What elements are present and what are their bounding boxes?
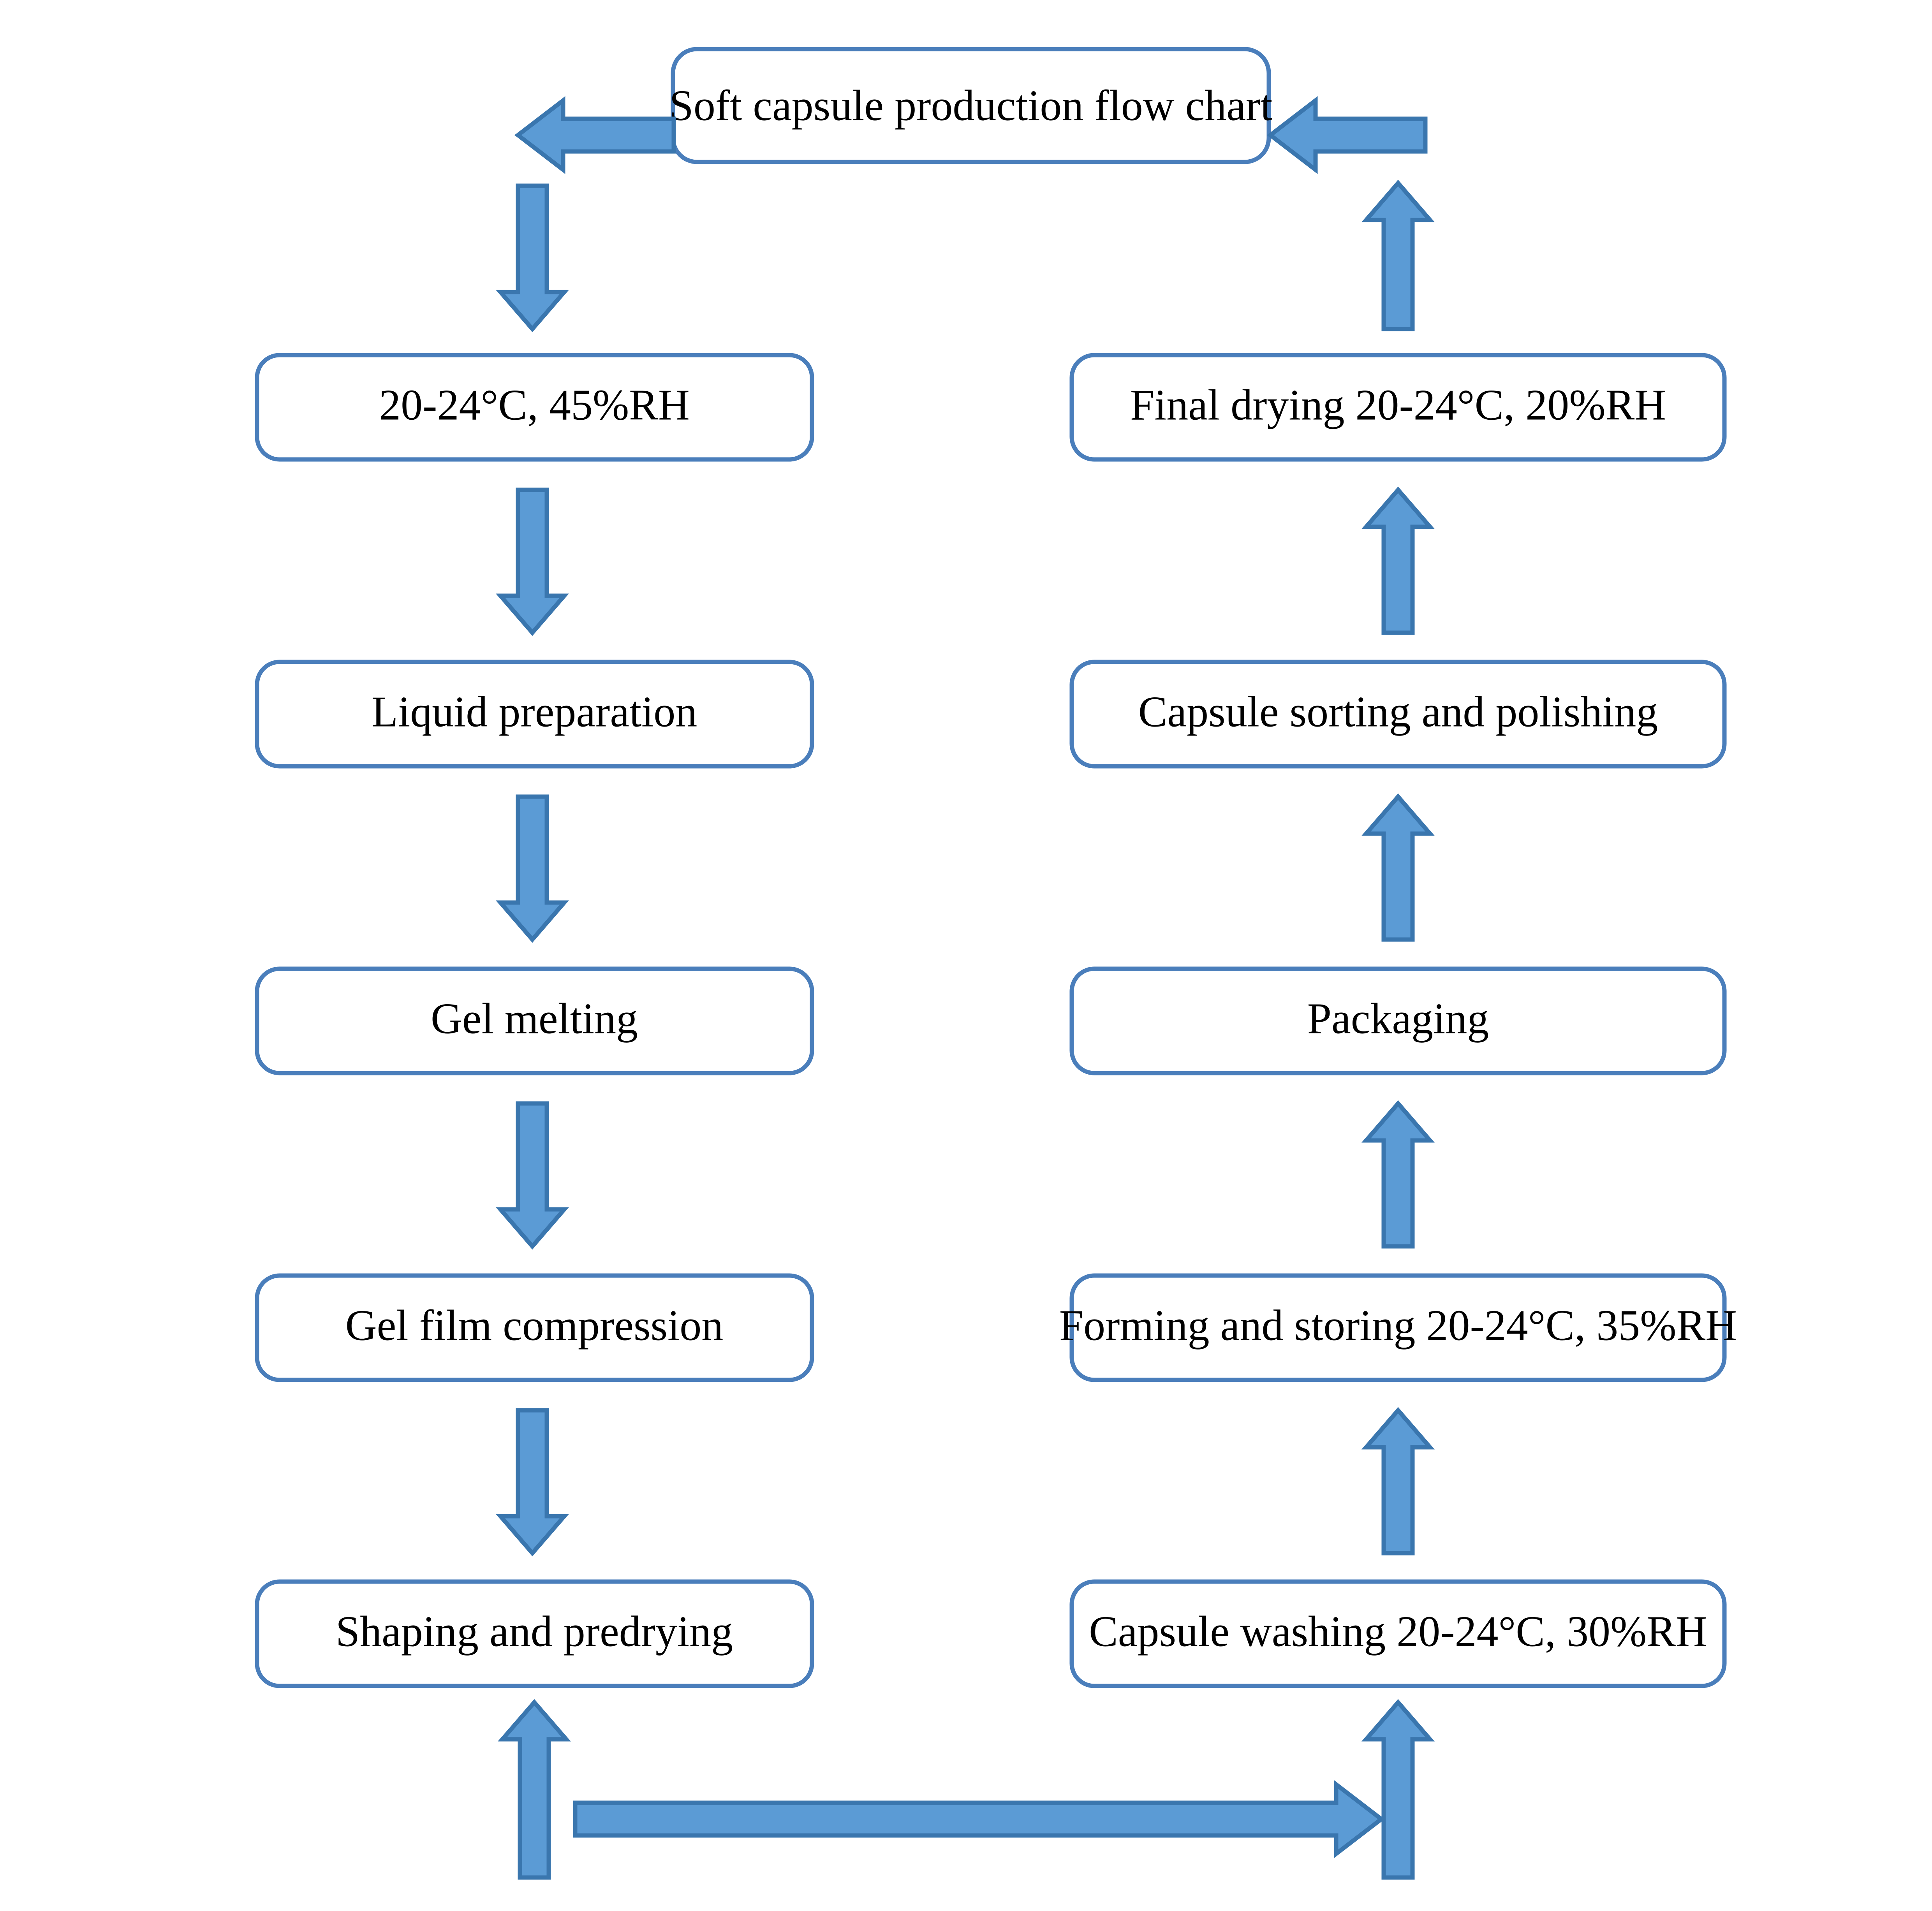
left-3-rect (255, 966, 814, 1075)
right-5-label: Capsule washing 20-24°C, 30%RH (1089, 1608, 1707, 1656)
left-2-label: Liquid preparation (372, 688, 697, 736)
node-right-1[interactable]: Final drying 20-24°C, 20%RH (1069, 353, 1727, 462)
right-4-label: Forming and storing 20-24°C, 35%RH (1059, 1302, 1737, 1350)
node-left-5[interactable]: Shaping and predrying (255, 1579, 814, 1688)
down-arrow-icon (495, 1101, 569, 1250)
node-right-5[interactable]: Capsule washing 20-24°C, 30%RH (1069, 1579, 1727, 1688)
left-2-rect (255, 660, 814, 769)
arrow-left-2-to-3 (495, 794, 569, 943)
down-arrow-icon (495, 487, 569, 636)
arrow-title-out-left (514, 96, 676, 174)
left-4-label: Gel film compression (345, 1302, 723, 1350)
left-3-label: Gel melting (431, 995, 638, 1043)
right-2-rect (1069, 660, 1727, 769)
left-5-rect (255, 1579, 814, 1688)
right-2-label: Capsule sorting and polishing (1138, 688, 1658, 736)
node-left-1[interactable]: 20-24°C, 45%RH (255, 353, 814, 462)
arrow-left-3-to-4 (495, 1101, 569, 1250)
left-1-label: 20-24°C, 45%RH (379, 381, 690, 429)
up-arrow-icon (1361, 1100, 1435, 1249)
up-arrow-icon (1361, 1699, 1435, 1880)
node-right-2[interactable]: Capsule sorting and polishing (1069, 660, 1727, 769)
arrow-left-4-to-5 (495, 1408, 569, 1557)
node-left-2[interactable]: Liquid preparation (255, 660, 814, 769)
arrow-right-4-to-3 (1361, 1100, 1435, 1249)
arrow-right-3-to-2 (1361, 793, 1435, 942)
right-3-label: Packaging (1307, 995, 1489, 1043)
down-arrow-icon (495, 183, 569, 333)
arrow-right-1-to-title (1361, 179, 1435, 331)
down-arrow-icon (495, 794, 569, 943)
title-box-rect (671, 47, 1271, 164)
right-3-rect (1069, 966, 1727, 1075)
arrow-right-2-to-1 (1361, 486, 1435, 635)
left-arrow-icon (1266, 96, 1428, 174)
right-4-rect (1069, 1273, 1727, 1382)
arrow-bottom-up-left (497, 1699, 571, 1880)
arrow-bottom-up-right (1361, 1699, 1435, 1880)
arrow-right-5-to-4 (1361, 1407, 1435, 1556)
up-arrow-icon (1361, 179, 1435, 331)
right-1-label: Final drying 20-24°C, 20%RH (1130, 381, 1666, 429)
down-arrow-icon (495, 1408, 569, 1557)
left-arrow-icon (514, 96, 676, 174)
left-1-rect (255, 353, 814, 462)
node-left-3[interactable]: Gel melting (255, 966, 814, 1075)
node-right-3[interactable]: Packaging (1069, 966, 1727, 1075)
up-arrow-icon (497, 1699, 571, 1880)
title-box-label: Soft capsule production flow chart (669, 82, 1273, 130)
arrow-title-down (495, 183, 569, 333)
arrow-title-in-right (1266, 96, 1428, 174)
up-arrow-icon (1361, 486, 1435, 635)
right-arrow-icon (573, 1780, 1385, 1858)
arrow-left-1-to-2 (495, 487, 569, 636)
left-4-rect (255, 1273, 814, 1382)
node-left-4[interactable]: Gel film compression (255, 1273, 814, 1382)
right-1-rect (1069, 353, 1727, 462)
up-arrow-icon (1361, 1407, 1435, 1556)
left-5-label: Shaping and predrying (336, 1608, 733, 1656)
right-5-rect (1069, 1579, 1727, 1688)
node-title-box[interactable]: Soft capsule production flow chart (669, 47, 1273, 164)
arrow-bottom-rail (573, 1780, 1385, 1858)
node-right-4[interactable]: Forming and storing 20-24°C, 35%RH (1059, 1273, 1737, 1382)
up-arrow-icon (1361, 793, 1435, 942)
